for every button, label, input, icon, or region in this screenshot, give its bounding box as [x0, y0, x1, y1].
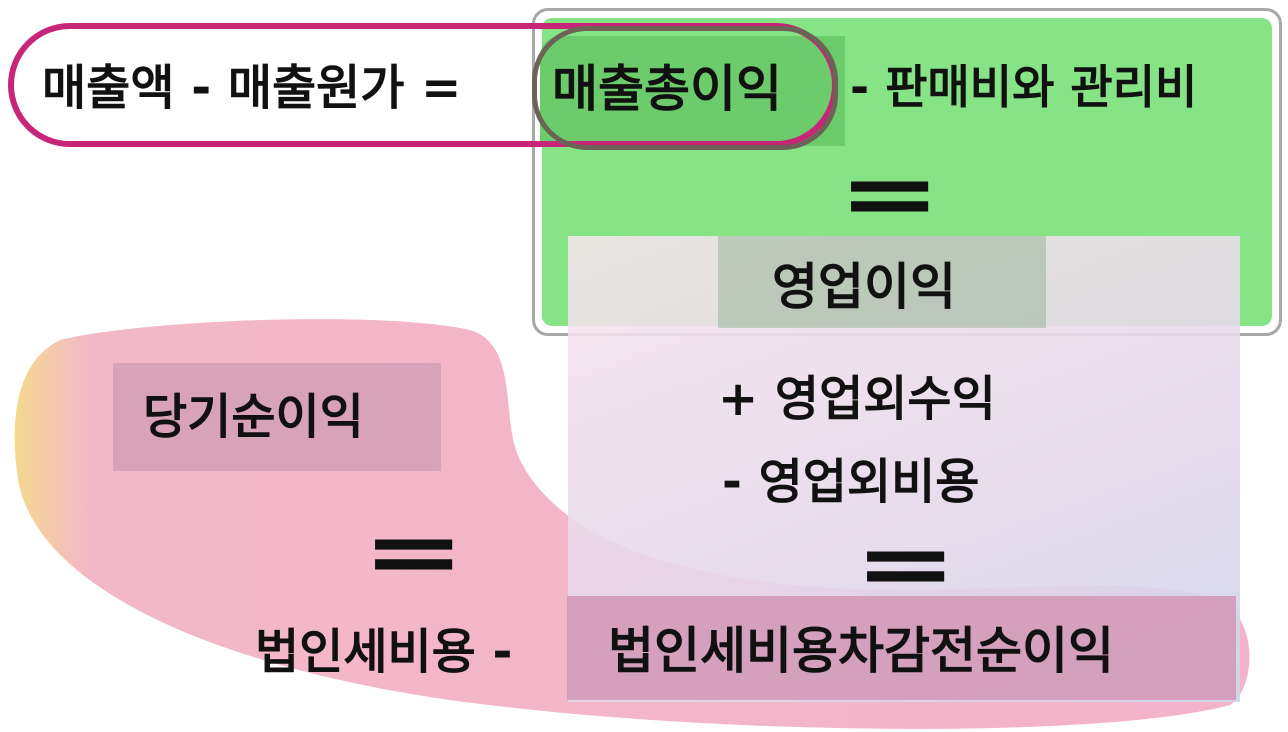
income-tax-expense-text: 법인세비용 - [255, 624, 513, 680]
operating-income-label: 영업이익 [772, 258, 956, 316]
equals-sign-2: = [854, 512, 958, 615]
equals-sign-3: = [362, 500, 466, 603]
net-income-highlight [113, 363, 441, 471]
pretax-income-label: 법인세비용차감전순이익 [608, 622, 1114, 680]
pretax-income-highlight [567, 596, 1236, 700]
gross-profit-label: 매출총이익 [552, 60, 782, 118]
minus-non-operating-expenses-text: - 영업외비용 [722, 454, 980, 510]
minus-sga-text: - 판매비와 관리비 [850, 60, 1198, 114]
plus-non-operating-income-text: + 영업외수익 [718, 371, 996, 427]
revenue-minus-cogs-text: 매출액 - 매출원가 = [42, 60, 462, 116]
net-income-label: 당기순이익 [143, 389, 364, 445]
gross-profit-capsule-outline [532, 26, 838, 150]
operating-income-highlight [718, 236, 1046, 328]
equals-sign-1: = [838, 142, 942, 245]
